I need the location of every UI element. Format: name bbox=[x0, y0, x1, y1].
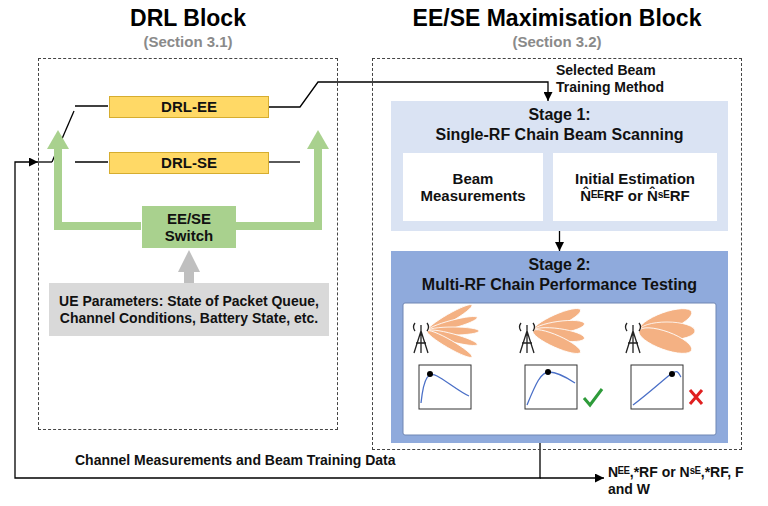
antenna-icon bbox=[414, 323, 641, 353]
box-label: Initial Estimation N̂ᴱᴱRF or N̂ˢᴱRF bbox=[558, 170, 712, 205]
check-mark bbox=[584, 389, 602, 405]
edge-label: Channel Measurements and Beam Training D… bbox=[75, 452, 475, 469]
arrow-head bbox=[307, 130, 329, 149]
output-label: Nᴱᴱ,*RF or Nˢᴱ,*RF, F and W bbox=[608, 464, 760, 498]
block-heading: EE/SE Maximisation Block bbox=[333, 5, 768, 32]
box-label: DRL-SE bbox=[161, 154, 217, 171]
box-label: Beam Measurements bbox=[408, 170, 538, 205]
input-box: UE Parameters: State of Packet Queue, Ch… bbox=[49, 283, 329, 336]
switch-contact bbox=[75, 161, 108, 162]
box-label: EE/SE Switch bbox=[147, 210, 231, 245]
block-heading: Stage 1: bbox=[391, 106, 728, 124]
connector-arrow bbox=[559, 231, 560, 251]
process-box: DRL-SE bbox=[109, 152, 269, 174]
process-box: DRL-EE bbox=[109, 96, 269, 118]
dashed-block: EE/SE Maximisation Block(Section 3.2)Sta… bbox=[372, 58, 742, 450]
block-heading: Stage 2: bbox=[391, 256, 728, 274]
block-subheading: (Section 3.1) bbox=[0, 33, 377, 50]
box-label: UE Parameters: State of Packet Queue, Ch… bbox=[54, 293, 324, 325]
performance-chart bbox=[419, 365, 683, 409]
edge-label: Selected Beam Training Method bbox=[556, 62, 696, 96]
box-label: DRL-EE bbox=[161, 98, 217, 115]
switch-box: EE/SE Switch bbox=[142, 206, 236, 248]
block-subheading: Single-RF Chain Beam Scanning bbox=[391, 126, 728, 144]
switch-wire bbox=[38, 161, 52, 162]
beam-pattern bbox=[425, 302, 695, 361]
process-box: Beam Measurements bbox=[403, 153, 543, 221]
block-heading: DRL Block bbox=[0, 5, 377, 32]
connector-arrow bbox=[184, 272, 194, 283]
stage-panel: Stage 2: Multi-RF Chain Performance Testi… bbox=[391, 251, 728, 443]
output-arrow bbox=[540, 477, 604, 478]
dashed-block: DRL Block(Section 3.1)DRL-EEDRL-SEEE/SE … bbox=[38, 58, 338, 430]
switch-contact bbox=[268, 161, 300, 162]
switch-contact bbox=[75, 105, 108, 106]
illustration-panel bbox=[403, 303, 716, 435]
stage-panel: Stage 1: Single-RF Chain Beam ScanningBea… bbox=[391, 101, 728, 231]
process-box: Initial Estimation N̂ᴱᴱRF or N̂ˢᴱRF bbox=[553, 153, 717, 221]
cross-mark bbox=[690, 390, 702, 404]
block-subheading: Multi-RF Chain Performance Testing bbox=[391, 276, 728, 294]
arrow-head bbox=[47, 130, 69, 149]
block-subheading: (Section 3.2) bbox=[333, 33, 768, 50]
